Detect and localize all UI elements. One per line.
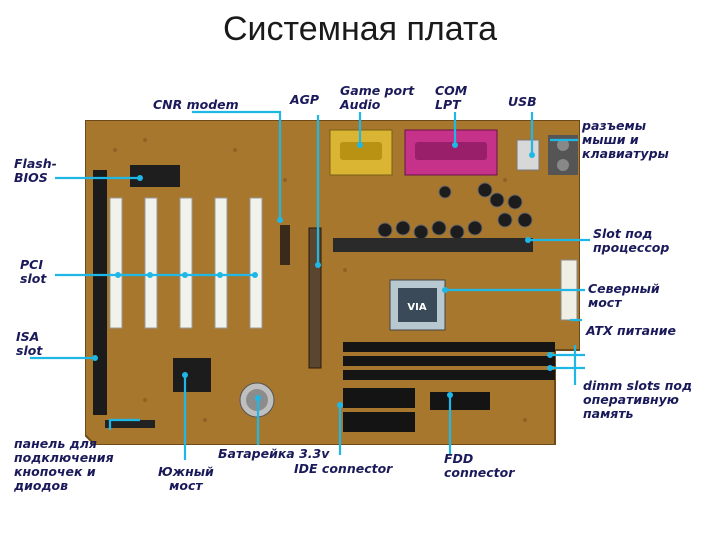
label-cnr-modem: CNR modem bbox=[153, 98, 239, 112]
pointer-dimm bbox=[550, 345, 585, 385]
label-battery: Батарейка 3.3v bbox=[218, 447, 329, 461]
label-com-lpt: COM LPT bbox=[435, 84, 467, 112]
label-cpu-slot: Slot под процессор bbox=[593, 227, 669, 255]
label-north-bridge: Северный мост bbox=[588, 282, 660, 310]
label-fdd-connector: FDD connector bbox=[444, 452, 514, 480]
label-ps2-ports: разъемы мыши и клавиатуры bbox=[582, 119, 669, 161]
label-dimm-slots: dimm slots под оперативную память bbox=[583, 379, 692, 421]
label-game-port-audio: Game port Audio bbox=[340, 84, 414, 112]
label-ide-connector: IDE connector bbox=[294, 462, 392, 476]
label-flash-bios: Flash- BIOS bbox=[14, 157, 57, 185]
label-south-bridge: Южный мост bbox=[158, 465, 214, 493]
label-usb: USB bbox=[508, 95, 537, 109]
label-atx-power: ATX питание bbox=[586, 324, 676, 338]
label-isa-slot: ISA slot bbox=[16, 330, 42, 358]
label-front-panel: панель для подключения кнопочек и диодов bbox=[14, 437, 114, 493]
label-pci-slot: PCI slot bbox=[20, 258, 46, 286]
pointer-panel bbox=[110, 420, 140, 430]
label-agp: AGP bbox=[290, 93, 319, 107]
pointer-cnr bbox=[192, 112, 280, 220]
